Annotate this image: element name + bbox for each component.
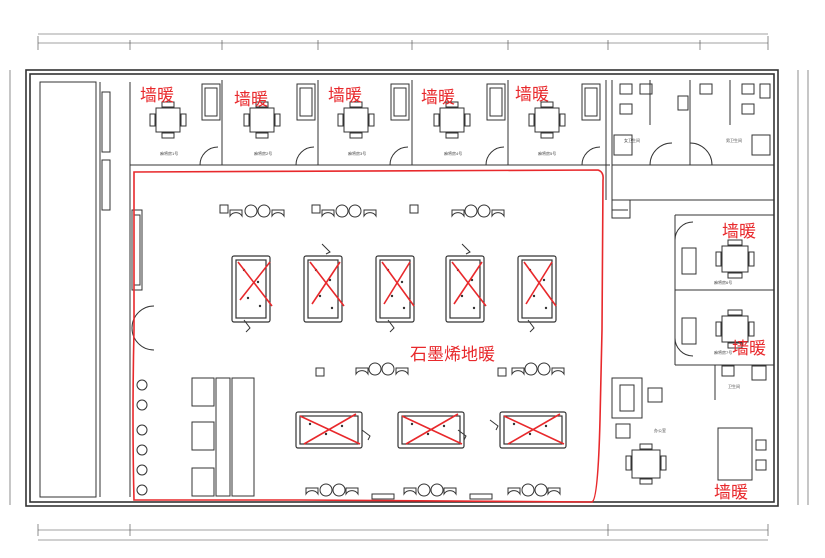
svg-text:办公室: 办公室 (654, 427, 666, 433)
pool-ball-dots-upper (242, 268, 548, 310)
graphene-floor-heating-label: 石墨烯地暖 (410, 345, 495, 365)
bottom-dimension-lines (37, 524, 769, 541)
hall-furniture (131, 204, 565, 500)
svg-text:男卫生间: 男卫生间 (726, 137, 742, 143)
wall-heating-label-room7: 墙暖 (732, 339, 766, 359)
left-corridor (39, 81, 131, 498)
pool-ball-dots-lower (308, 422, 548, 436)
pool-tables-upper (231, 255, 557, 323)
svg-text:麻将房5号: 麻将房5号 (538, 150, 556, 156)
top-dimension-lines (37, 33, 769, 50)
wall-heating-label-room3: 墙暖 (328, 86, 362, 106)
svg-text:麻将房4号: 麻将房4号 (444, 150, 462, 156)
svg-text:麻将房6号: 麻将房6号 (714, 279, 732, 285)
wall-heating-label-room6: 墙暖 (722, 222, 756, 242)
top-rooms (130, 80, 613, 200)
side-dimension-lines (9, 70, 809, 505)
svg-text:麻将房7号: 麻将房7号 (714, 349, 732, 355)
wall-heating-label-room1: 墙暖 (140, 86, 174, 106)
svg-text:女卫生间: 女卫生间 (624, 137, 640, 143)
red-markup (132, 169, 604, 503)
wall-heating-label-office: 墙暖 (714, 483, 748, 503)
right-room-captions: 麻将房6号 麻将房7号 卫生间 办公室 女卫生间 男卫生间 (624, 137, 742, 433)
wall-heating-label-room4: 墙暖 (421, 88, 455, 108)
wall-heating-label-room5: 墙暖 (515, 85, 549, 105)
right-rooms (611, 199, 774, 485)
svg-text:麻将房1号: 麻将房1号 (160, 150, 178, 156)
svg-text:麻将房3号: 麻将房3号 (348, 150, 366, 156)
svg-text:麻将房2号: 麻将房2号 (254, 150, 272, 156)
wall-heating-label-room2: 墙暖 (234, 90, 268, 110)
restrooms (612, 80, 774, 166)
top-room-captions: 麻将房1号 麻将房2号 麻将房3号 麻将房4号 麻将房5号 (160, 150, 556, 156)
player-figures (243, 243, 535, 441)
outer-walls (25, 69, 779, 507)
svg-text:卫生间: 卫生间 (728, 383, 740, 389)
top-room-furniture (149, 83, 601, 166)
